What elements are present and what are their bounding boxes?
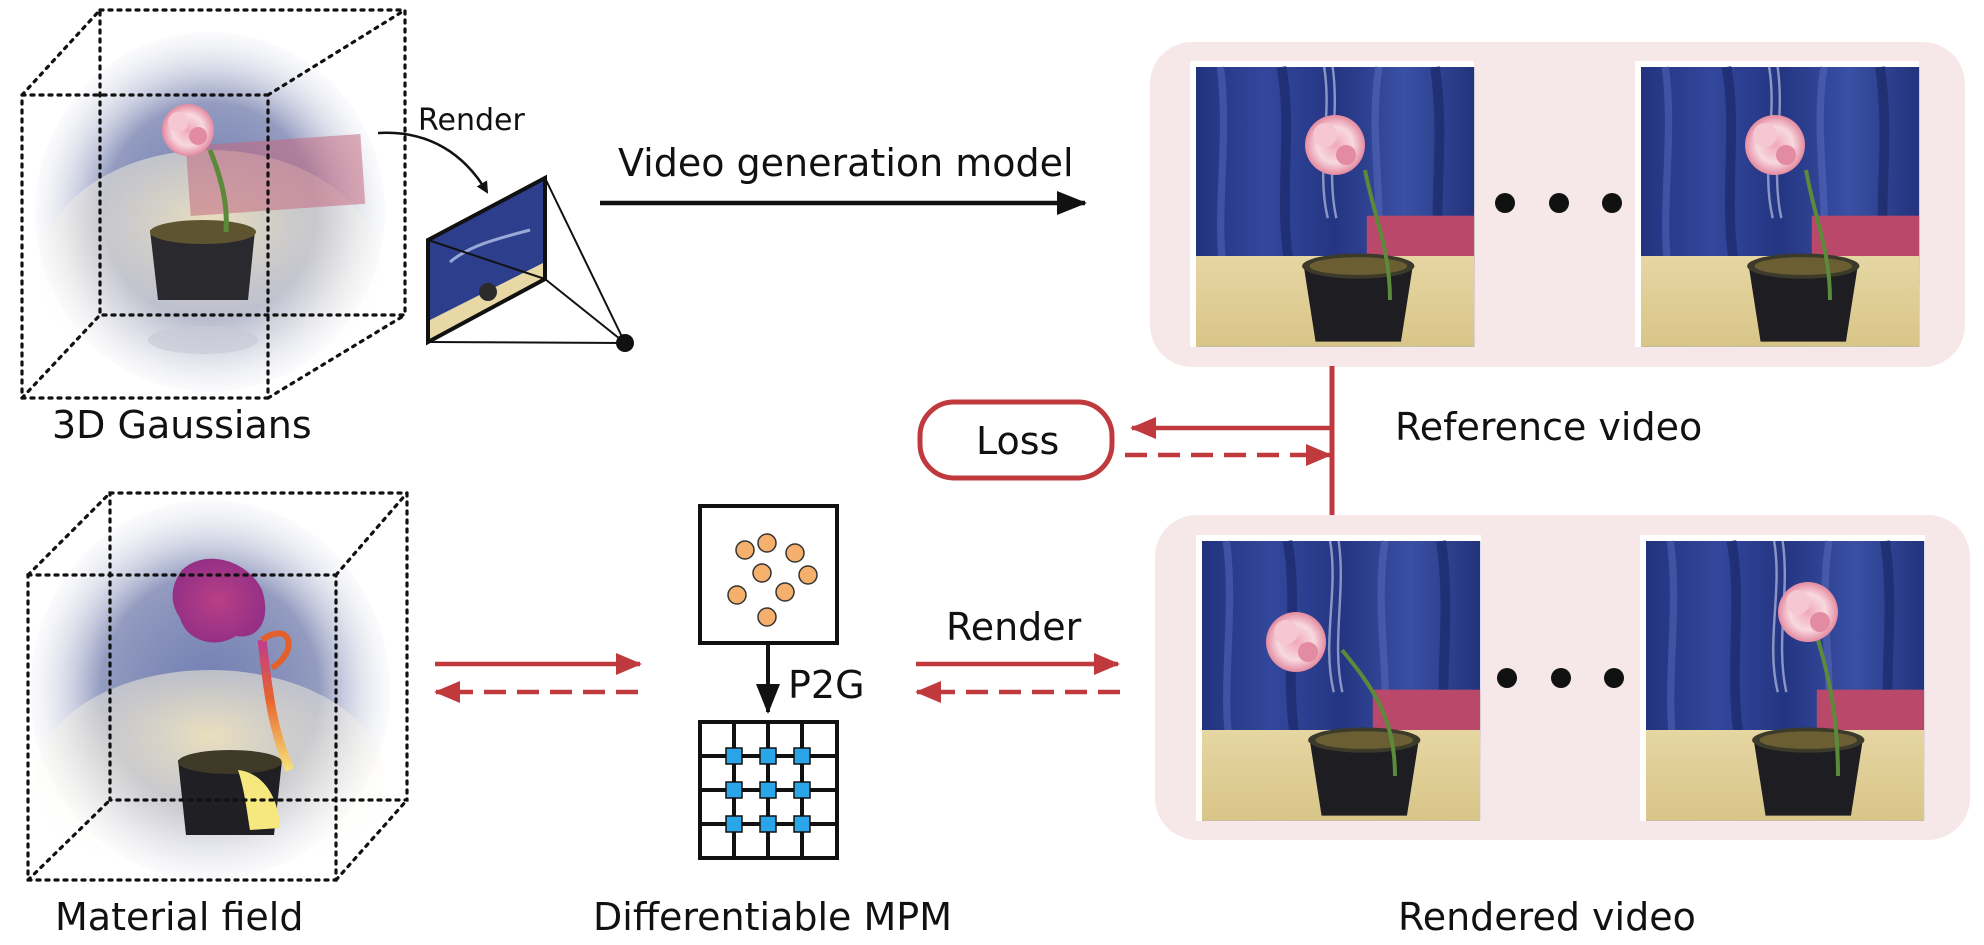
p2g-label: P2G [788,663,865,707]
loss-label: Loss [976,419,1059,463]
camera-frustum-icon [426,174,634,352]
grid-nodes [725,747,811,833]
material-field-scene [30,500,390,890]
gaussians-bounding-cube [20,8,407,400]
render-label-bottom: Render [946,605,1082,649]
material-field-bounding-cube [26,491,409,882]
reference-frame-2 [1635,61,1919,347]
reference-ellipsis-icon [1495,193,1622,213]
gaussians-label: 3D Gaussians [52,403,312,447]
reference-video-label: Reference video [1395,405,1702,449]
rendered-video-label: Rendered video [1398,895,1696,939]
rendered-frame-1 [1196,535,1481,821]
rendered-frame-2 [1640,535,1925,821]
loss-box [917,399,1115,481]
gaussians-scene [35,32,385,392]
particle-dots [727,533,818,627]
diff-mpm-label: Differentiable MPM [593,895,952,939]
video-model-label: Video generation model [618,141,1074,185]
render-curve-arrow [377,131,489,194]
reference-frame-1 [1190,61,1474,347]
rendered-ellipsis-icon [1497,668,1624,688]
material-field-label: Material field [55,895,303,939]
render-label-top: Render [418,103,525,138]
